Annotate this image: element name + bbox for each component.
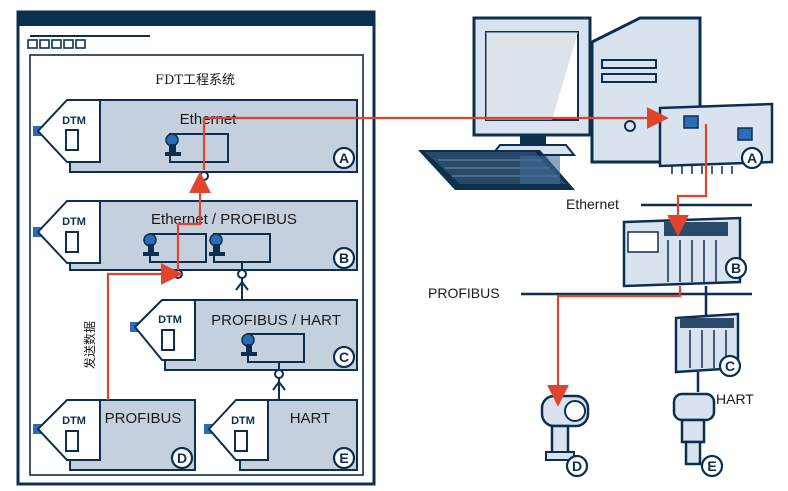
field-device-d-badge: [565, 454, 589, 478]
dtm-e-badge-letter: E: [339, 450, 348, 466]
toolbar-button-5[interactable]: [75, 39, 86, 49]
toolbar-button-4[interactable]: [63, 39, 74, 49]
controller-badge: [724, 256, 748, 280]
data-path-pc-to-controller: [667, 124, 708, 237]
controller-badge-letter: B: [731, 260, 741, 276]
workspace-title: FDT工程系统: [155, 73, 235, 88]
pc-interface-card: A: [658, 102, 774, 174]
remote-io-device: C: [674, 312, 742, 378]
controller-device: B: [622, 216, 748, 288]
dtm-c-doc-icon: [161, 329, 175, 351]
interface-a-b: [199, 171, 209, 181]
toolbar-button-3[interactable]: [51, 39, 62, 49]
dtm-e-name: HART: [290, 410, 331, 427]
dtm-b-badge-letter: B: [339, 250, 349, 266]
dtm-b-badge: [332, 246, 356, 270]
dtm-d-name: PROFIBUS: [105, 410, 182, 427]
toolbar-button-2[interactable]: [39, 39, 50, 49]
dtm-block-d[interactable]: DTM PROFIBUS D: [33, 399, 196, 471]
window-titlebar: [18, 12, 374, 26]
dtm-c-name: PROFIBUS / HART: [211, 312, 341, 329]
dtm-d-badge-letter: D: [177, 450, 187, 466]
dtm-c-channel: [241, 333, 305, 363]
remote-io-badge-letter: C: [725, 358, 735, 374]
pc-card-badge-letter: A: [747, 150, 757, 166]
field-device-e: E: [672, 392, 724, 478]
dtm-block-e[interactable]: DTM HART E: [204, 399, 358, 471]
toolbar: [27, 39, 86, 49]
dtm-block-c[interactable]: DTM PROFIBUS / HART C: [130, 299, 358, 371]
dtm-c-badge-letter: C: [339, 349, 349, 365]
data-path: [106, 107, 708, 407]
dtm-a-channel: [165, 133, 229, 163]
dtm-b-label: DTM: [62, 216, 86, 228]
profibus-bus-label: PROFIBUS: [428, 285, 500, 301]
send-data-label: 发送数据: [82, 321, 97, 369]
hart-label: HART: [716, 391, 754, 407]
dtm-e-label: DTM: [231, 415, 255, 427]
remote-io-badge: [718, 354, 742, 378]
data-path-a-to-pc: [202, 107, 669, 170]
dtm-a-badge-letter: A: [339, 150, 349, 166]
dtm-block-b[interactable]: DTM Ethernet / PROFIBUS B: [33, 200, 358, 271]
interface-b-d: [173, 269, 183, 279]
pc-monitor: [472, 16, 592, 156]
dtm-a-badge: [332, 146, 356, 170]
dtm-b-doc-icon: [65, 231, 79, 253]
toolbar-button-1[interactable]: [27, 39, 38, 49]
dtm-a-label: DTM: [62, 115, 86, 127]
dtm-b-name: Ethernet / PROFIBUS: [151, 211, 297, 228]
field-device-d-badge-letter: D: [572, 458, 582, 474]
dtm-d-doc-icon: [65, 430, 79, 452]
dtm-c-badge: [332, 345, 356, 369]
dtm-b-channel-2: [209, 233, 271, 263]
dtm-c-label: DTM: [158, 314, 182, 326]
dtm-a-name: Ethernet: [180, 111, 238, 128]
data-path-controller-to-device-d: [547, 286, 682, 407]
dtm-e-badge: [332, 446, 356, 470]
dtm-d-label: DTM: [62, 415, 86, 427]
data-path-b-to-a: [176, 171, 211, 270]
dtm-e-doc-icon: [234, 430, 248, 452]
ethernet-bus-label: Ethernet: [566, 196, 619, 212]
field-device-e-badge: [700, 454, 724, 478]
dtm-d-badge: [170, 446, 194, 470]
field-device-d: D: [540, 394, 590, 478]
pc-keyboard: [418, 150, 575, 190]
interface-b-c: [237, 269, 247, 279]
interface-c-e: [274, 369, 284, 379]
data-path-d-to-b: [106, 263, 183, 400]
dtm-a-doc-icon: [65, 129, 79, 151]
field-device-e-badge-letter: E: [707, 458, 716, 474]
dtm-block-a[interactable]: DTM Ethernet A: [33, 99, 358, 173]
pc-card-badge: [740, 146, 764, 170]
